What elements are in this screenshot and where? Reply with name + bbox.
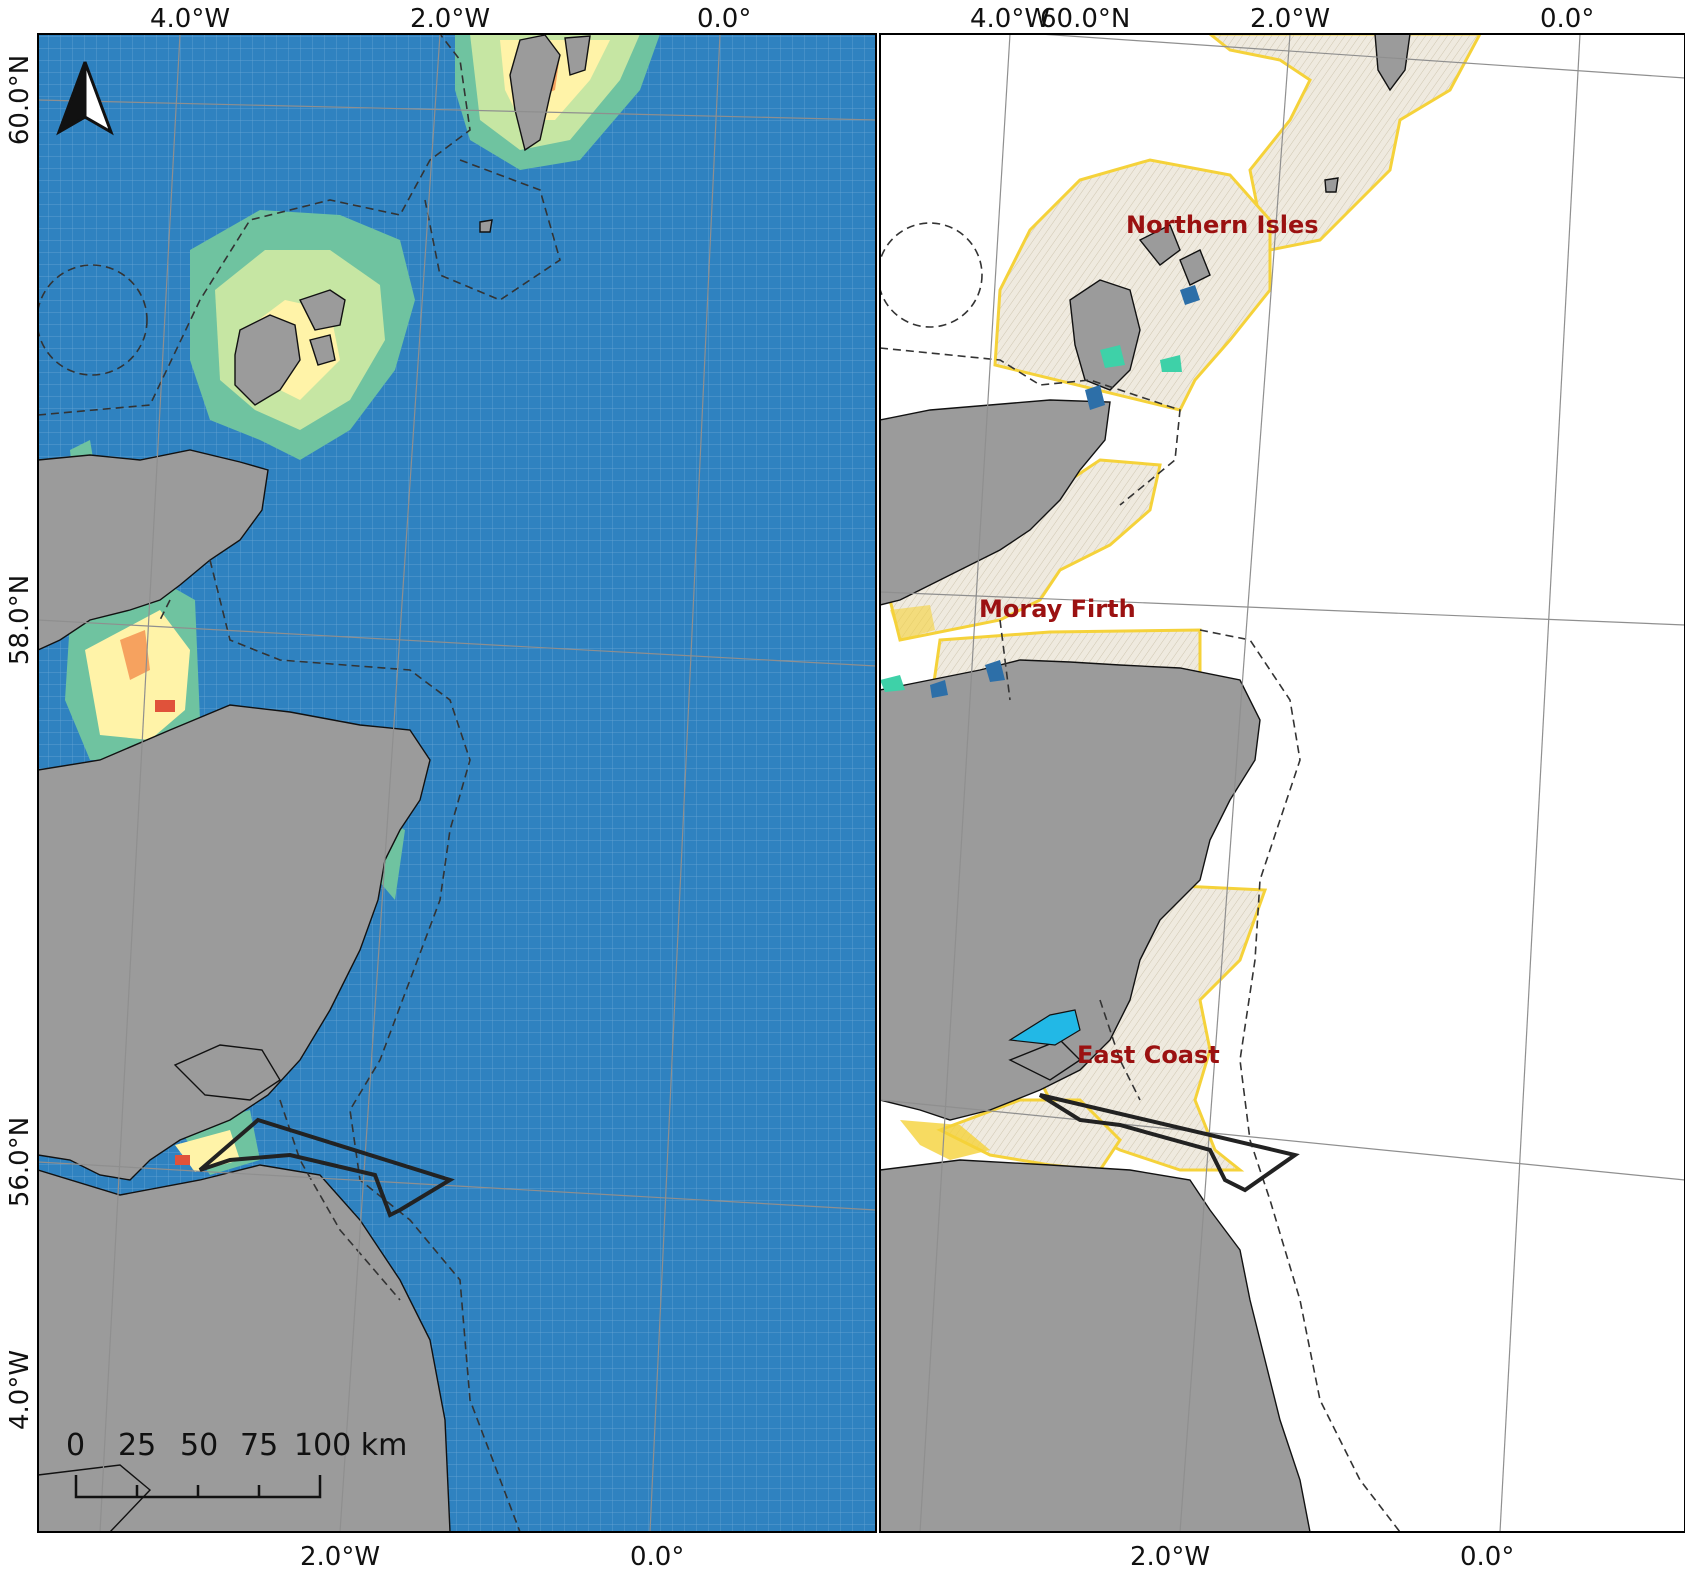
left-map-frame [37, 33, 877, 1533]
water-features [880, 285, 1200, 1160]
region-label-moray-firth: Moray Firth [979, 595, 1136, 623]
bottom-lon-label: 0.0° [630, 1542, 684, 1572]
top-lat-label: 60.0°N [1040, 4, 1130, 34]
scale-tick-label: 75 [240, 1428, 278, 1463]
lat-label: 58.0°N [5, 575, 35, 665]
graticule [38, 34, 876, 1532]
north-arrow-icon [56, 61, 114, 136]
right-graticule [880, 34, 1685, 1532]
study-area-outline [198, 1117, 455, 1218]
right-study-area-outline [1038, 1093, 1300, 1193]
right-map-axis-labels: 4.0°W 60.0°N 2.0°W 0.0° 2.0°W 0.0° [970, 4, 1594, 1572]
lat-label: 60.0°N [5, 55, 35, 145]
left-map-panel [38, 34, 876, 1532]
scale-tick-label: 100 km [294, 1428, 407, 1463]
lat-label: 56.0°N [5, 1117, 35, 1207]
top-lon-label: 4.0°W [970, 4, 1050, 34]
top-lon-label: 0.0° [697, 4, 751, 34]
left-map-axis-labels: 4.0°W 2.0°W 0.0° 60.0°N 58.0°N 56.0°N 4.… [5, 4, 751, 1572]
right-land-masses [880, 34, 1411, 1532]
region-label-east-coast: East Coast [1077, 1041, 1220, 1069]
right-map-panel: Northern Isles Moray Firth East Coast [880, 34, 1685, 1532]
scale-tick-label: 50 [180, 1428, 218, 1463]
right-map-frame [879, 33, 1685, 1533]
bottom-lon-label: 2.0°W [1130, 1542, 1210, 1572]
scale-tick-label: 25 [118, 1428, 156, 1463]
scale-bar: 0 25 50 75 100 km [66, 1428, 407, 1499]
scale-tick-label: 0 [66, 1428, 85, 1463]
bottom-lon-label: 2.0°W [300, 1542, 380, 1572]
top-lon-label: 0.0° [1540, 4, 1594, 34]
top-lon-label: 2.0°W [1250, 4, 1330, 34]
top-lon-label: 2.0°W [410, 4, 490, 34]
bottom-lon-label: 0.0° [1460, 1542, 1514, 1572]
top-lon-label: 4.0°W [150, 4, 230, 34]
lon-side-label: 4.0°W [5, 1350, 35, 1430]
right-dashed-boundaries [880, 222, 1401, 1532]
region-label-northern-isles: Northern Isles [1126, 211, 1319, 239]
land-masses [38, 34, 591, 1532]
